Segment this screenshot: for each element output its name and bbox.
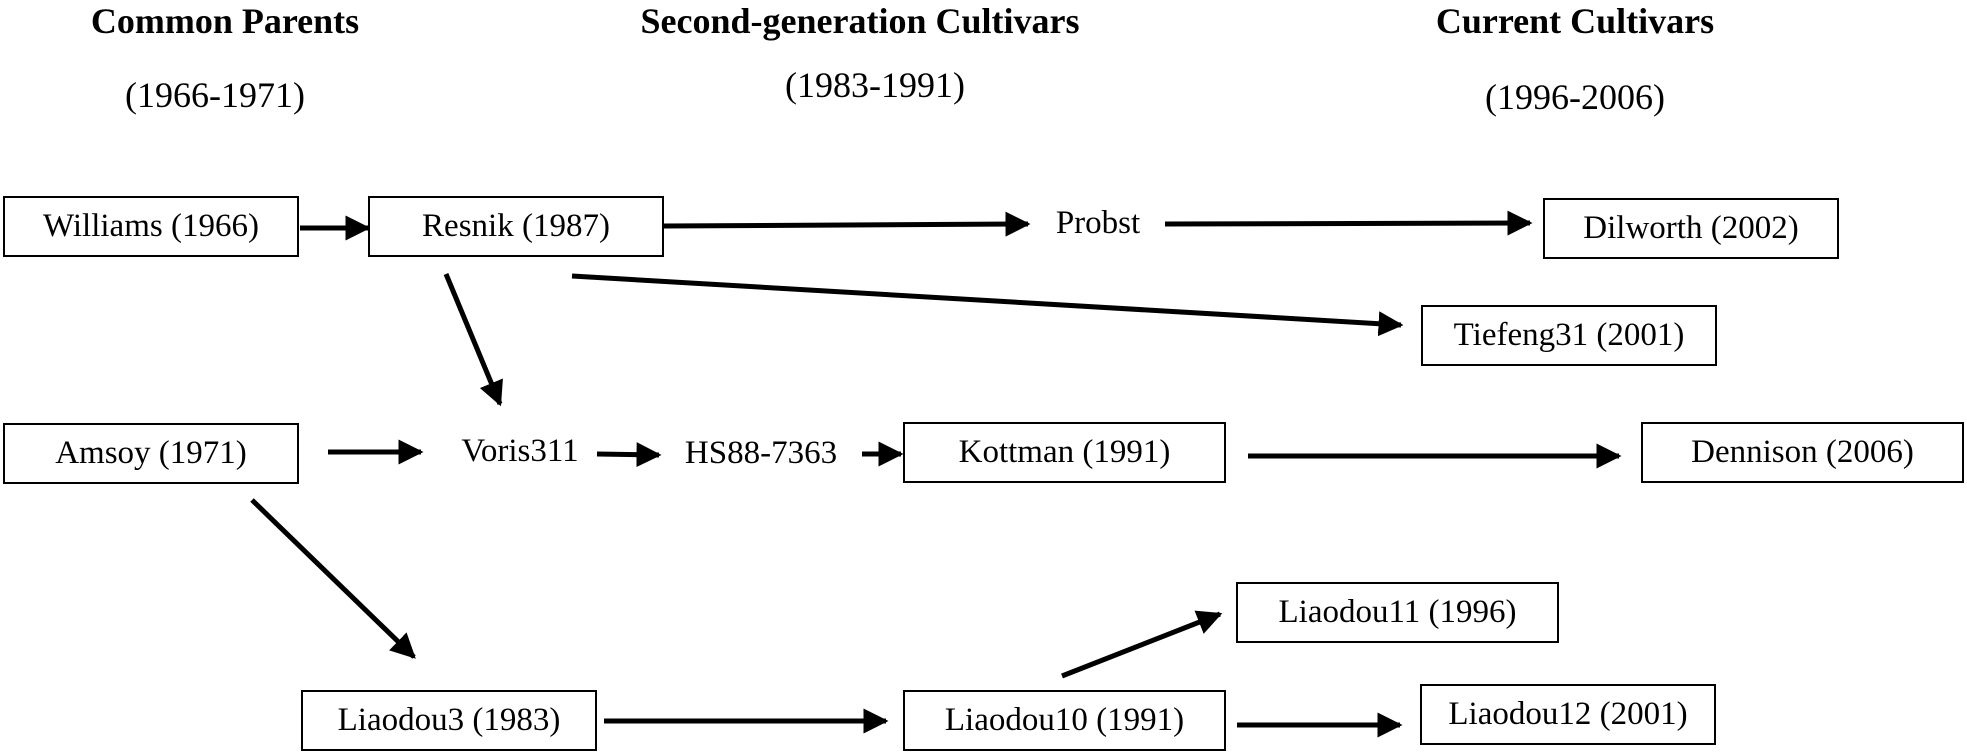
header-common-parents: Common Parents <box>90 1 360 41</box>
node-liaodou11: Liaodou11 (1996) <box>1236 582 1559 643</box>
node-resnik: Resnik (1987) <box>368 196 664 257</box>
header-second-generation: Second-generation Cultivars <box>640 1 1080 41</box>
node-tiefeng31: Tiefeng31 (2001) <box>1421 305 1717 366</box>
node-kottman: Kottman (1991) <box>903 422 1226 483</box>
node-amsoy: Amsoy (1971) <box>3 423 299 484</box>
header-current-cultivars: Current Cultivars <box>1435 1 1715 41</box>
arrow-probst-to-dilworth <box>1164 210 1533 236</box>
header-current-cultivars-years: (1996-2006) <box>1485 77 1665 117</box>
arrow-amsoy-to-liaodou3 <box>250 498 416 659</box>
arrow-resnik-to-tiefeng31 <box>571 273 1404 337</box>
node-hs88-7363: HS88-7363 <box>684 434 838 471</box>
arrow-voris311-to-hs88 <box>596 442 662 468</box>
node-williams: Williams (1966) <box>3 196 299 257</box>
node-dennison: Dennison (2006) <box>1641 422 1964 483</box>
node-voris311: Voris311 <box>461 432 579 469</box>
node-liaodou3: Liaodou3 (1983) <box>301 690 597 751</box>
node-probst: Probst <box>1055 204 1141 241</box>
node-liaodou12: Liaodou12 (2001) <box>1420 684 1716 745</box>
node-dilworth: Dilworth (2002) <box>1543 198 1839 259</box>
arrow-resnik-to-probst <box>663 211 1031 237</box>
header-common-parents-years: (1966-1971) <box>125 75 305 115</box>
arrow-liaodou10-to-liaodou11 <box>1061 610 1223 679</box>
arrow-resnik-to-voris311 <box>443 273 503 407</box>
node-liaodou10: Liaodou10 (1991) <box>903 690 1226 751</box>
header-second-generation-years: (1983-1991) <box>785 65 965 105</box>
